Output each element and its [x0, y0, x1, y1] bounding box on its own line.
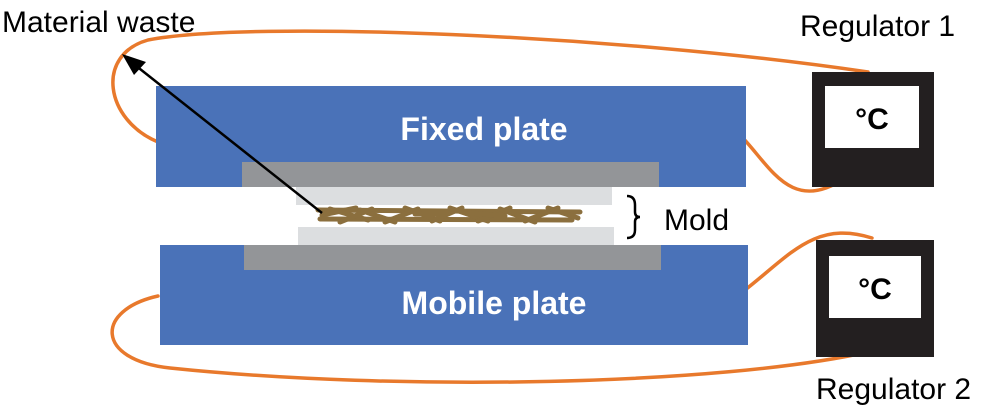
material-waste-label: Material waste [2, 6, 195, 39]
regulator-1-display [825, 86, 919, 148]
regulator-1-unit: °C [855, 103, 889, 136]
fixed-plate-label: Fixed plate [400, 111, 567, 147]
regulator-2-label: Regulator 2 [816, 373, 971, 406]
mobile-plate-inner-top [244, 245, 661, 270]
regulator-2-unit: °C [858, 273, 892, 306]
regulator-1-label: Regulator 1 [800, 10, 955, 43]
wire-regulator-2-side [743, 231, 874, 292]
material-waste-arrowhead [122, 54, 146, 75]
material-waste [315, 205, 583, 225]
mold-label: Mold [664, 204, 729, 237]
material-waste-arrow [134, 64, 323, 214]
fixed-plate-inner [242, 162, 659, 187]
regulator-2-display [829, 256, 921, 318]
wire-regulator-1-side [738, 133, 847, 193]
wire-regulator-1-top [111, 29, 870, 144]
mold-lower-sheet [298, 227, 614, 245]
mold-brace [626, 194, 641, 240]
mold-upper-sheet [296, 187, 612, 205]
wire-regulator-2-bottom [110, 294, 870, 384]
mobile-plate-label: Mobile plate [402, 285, 587, 321]
